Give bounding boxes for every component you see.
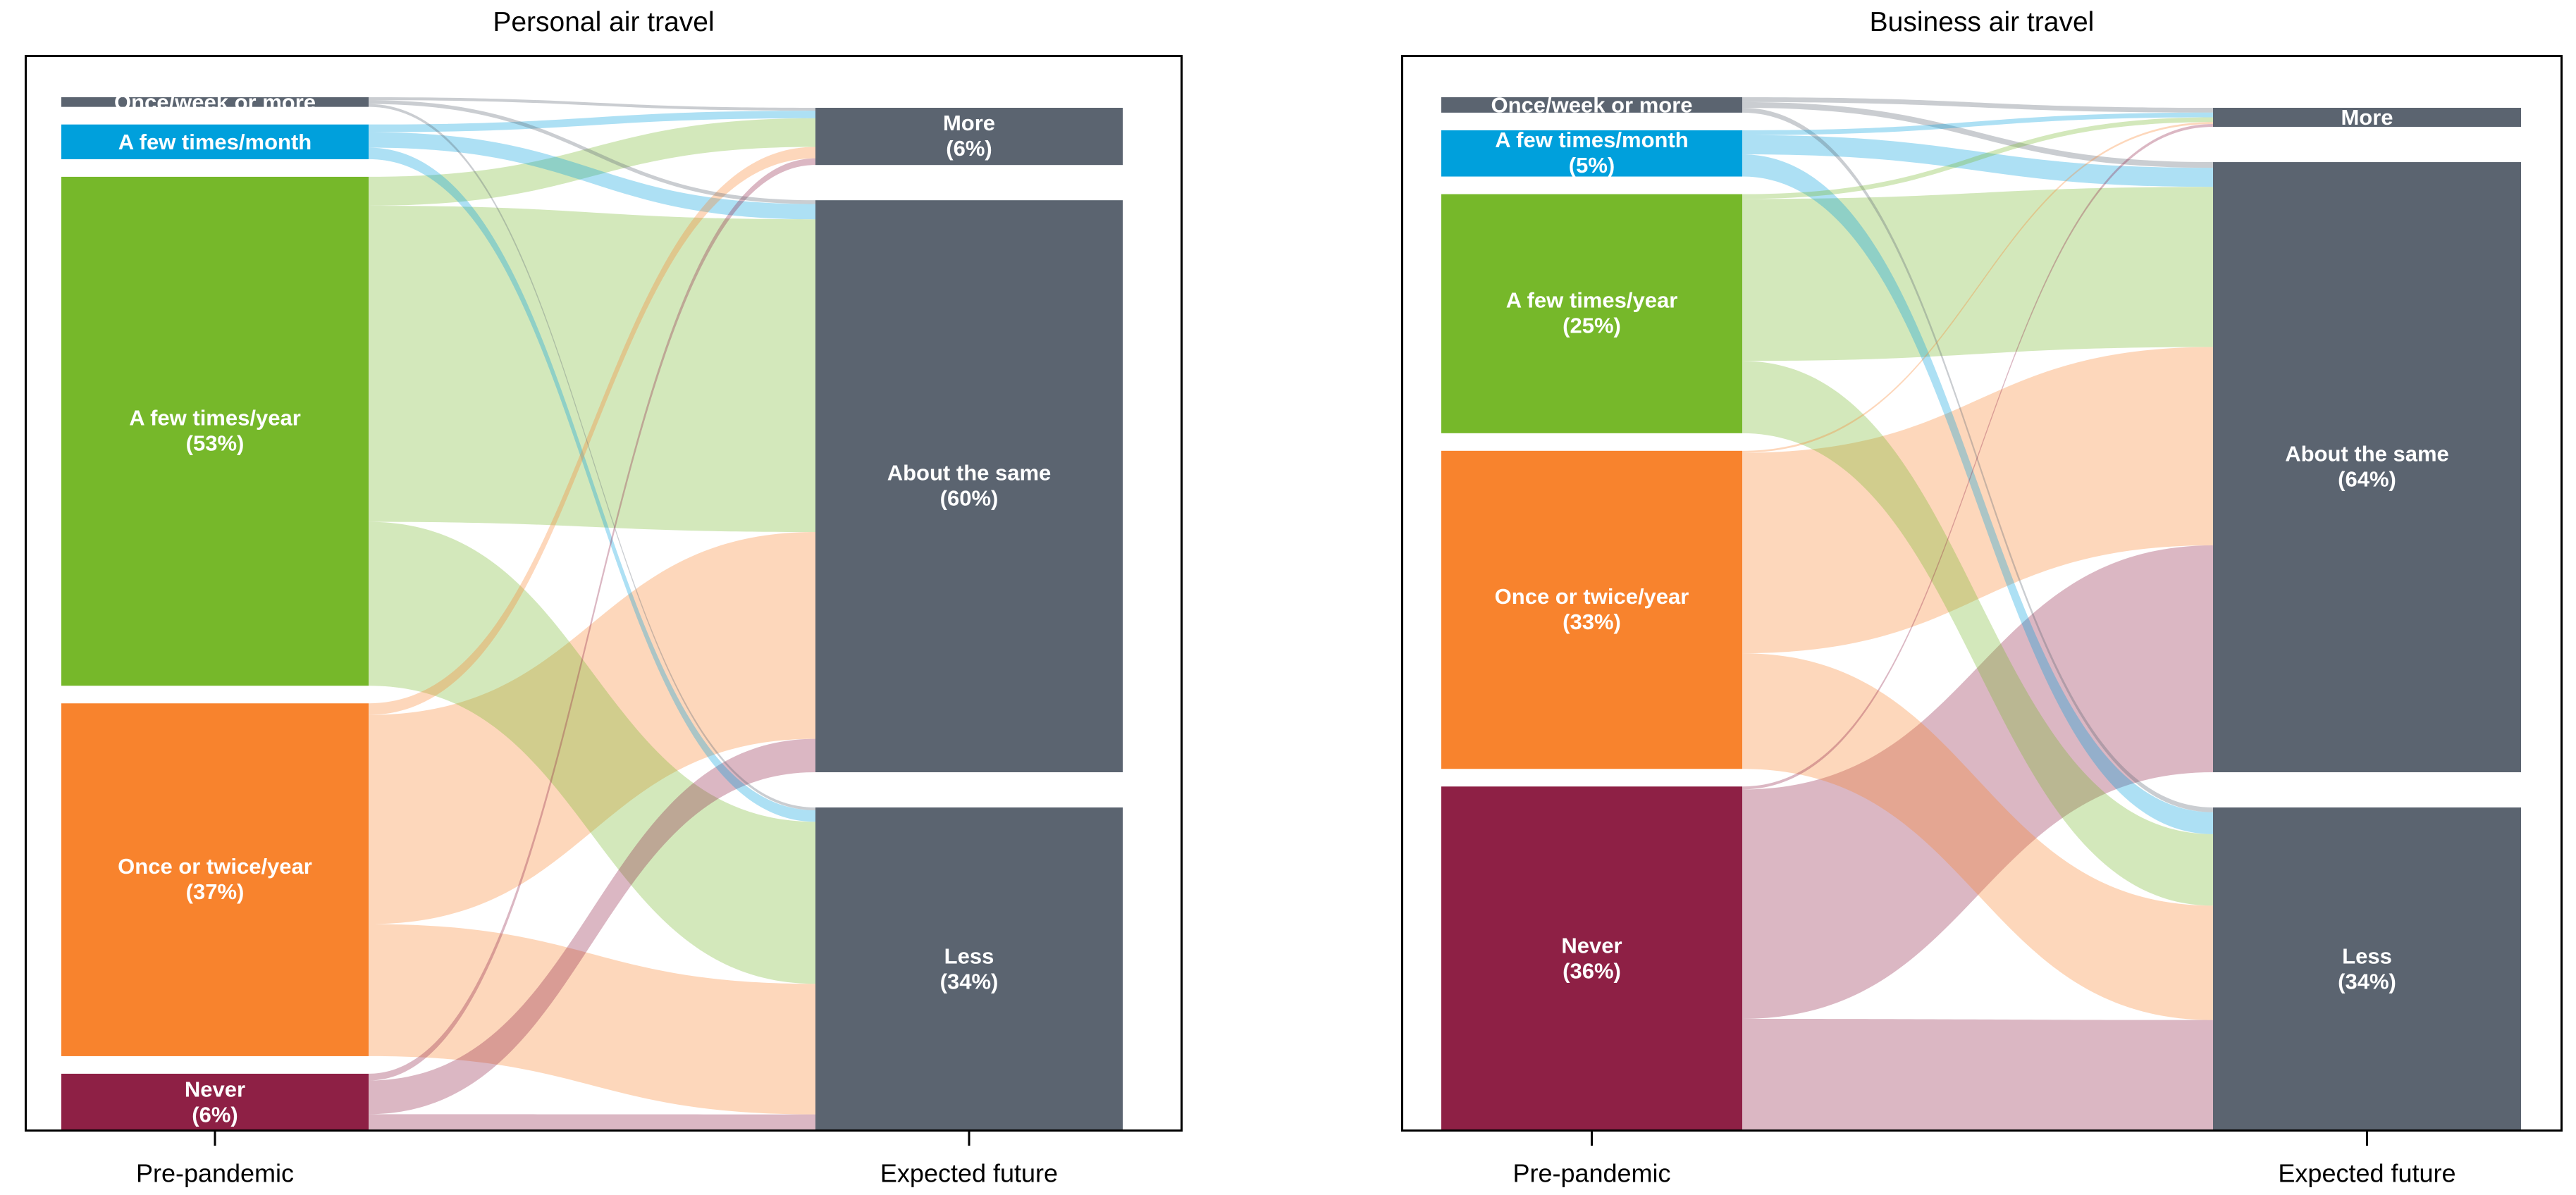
business-target-node-less [2213,807,2521,1132]
business-source-node-label-never-pct: (36%) [1563,959,1621,984]
personal-target-node-label-about-the-same: About the same [887,461,1052,485]
business-target-node-about-the-same [2213,162,2521,772]
personal-source-node-label-a-few-times-month: A few times/month [118,130,312,154]
personal-panel-title: Personal air travel [493,7,715,37]
business-flow-a-few-times-month-to-less [1742,154,2213,834]
personal-flow-a-few-times-month-to-less [369,147,815,822]
business-source-node-never [1441,786,1742,1132]
business-target-node-label-about-the-same: About the same [2285,442,2449,466]
personal-flow-never-to-more [369,158,815,1081]
business-flow-a-few-times-year-to-less [1742,361,2213,906]
business-target-node-label-about-the-same-pct: (64%) [2338,467,2396,492]
business-flow-never-to-less [1742,1018,2213,1132]
personal-target-node-label-more: More [943,111,995,135]
personal-flow-never-to-about-the-same [369,738,815,1115]
personal-target-node-less [815,807,1123,1132]
business-source-node-label-once-week-or-more: Once/week or more [1491,92,1692,117]
business-source-node-once-week-or-more [1441,97,1742,113]
personal-source-node-never [61,1073,369,1132]
personal-flow-a-few-times-year-to-more [369,118,815,206]
personal-source-node-label-once-or-twice-year: Once or twice/year [118,854,312,879]
business-flow-once-week-or-more-to-less [1742,108,2213,812]
business-flow-a-few-times-year-to-more [1742,117,2213,199]
business-target-node-label-less-pct: (34%) [2338,969,2396,993]
personal-flow-once-or-twice-year-to-more [369,147,815,715]
personal-flow-a-few-times-year-to-less [369,521,815,984]
personal-x-axis-label-1: Expected future [880,1158,1058,1187]
personal-flow-once-week-or-more-to-less [369,104,815,811]
personal-source-node-once-week-or-more [61,97,369,107]
personal-flow-a-few-times-month-to-about-the-same [369,132,815,220]
business-source-node-label-a-few-times-year: A few times/year [1506,288,1678,313]
personal-target-node-label-more-pct: (6%) [946,136,992,161]
business-x-axis-label-0: Pre-pandemic [1512,1158,1670,1187]
personal-target-node-label-about-the-same-pct: (60%) [940,486,999,511]
business-x-axis-label-1: Expected future [2278,1158,2455,1187]
business-target-node-label-less: Less [2342,943,2392,968]
business-flow-once-or-twice-year-to-more [1742,122,2213,453]
personal-source-node-label-a-few-times-year: A few times/year [129,406,301,431]
business-flow-never-to-more [1742,124,2213,790]
business-source-node-label-once-or-twice-year-pct: (33%) [1563,609,1621,634]
personal-source-node-label-never: Never [185,1077,245,1101]
personal-axes-border [25,55,1183,1132]
personal-target-node-label-less: Less [944,943,994,968]
business-source-node-a-few-times-year [1441,194,1742,433]
business-source-node-label-a-few-times-year-pct: (25%) [1563,314,1621,338]
business-source-node-label-a-few-times-month: A few times/month [1495,128,1688,152]
personal-source-node-once-or-twice-year [61,703,369,1056]
personal-source-node-label-a-few-times-year-pct: (53%) [186,431,245,456]
personal-flow-once-or-twice-year-to-about-the-same [369,532,815,924]
business-source-node-label-a-few-times-month-pct: (5%) [1569,153,1615,178]
personal-flow-a-few-times-month-to-more [369,111,815,132]
business-sankey-chart: Pre-pandemic Expected future Once/week or … [1401,55,2563,1187]
personal-sankey-chart: Pre-pandemic Expected future Once/week or … [25,55,1183,1187]
business-source-node-label-once-or-twice-year: Once or twice/year [1495,584,1689,609]
business-source-node-a-few-times-month [1441,130,1742,177]
personal-target-node-more [815,108,1123,166]
personal-source-node-label-once-or-twice-year-pct: (37%) [186,879,245,904]
business-source-node-once-or-twice-year [1441,450,1742,769]
business-flow-a-few-times-year-to-about-the-same [1742,187,2213,361]
personal-target-node-label-less-pct: (34%) [940,969,999,993]
personal-flow-never-to-less [369,1114,815,1132]
personal-source-node-a-few-times-month [61,124,369,159]
personal-target-node-about-the-same [815,200,1123,772]
personal-source-node-label-never-pct: (6%) [192,1102,238,1127]
business-flow-once-week-or-more-to-about-the-same [1742,101,2213,168]
business-flow-a-few-times-month-to-about-the-same [1742,135,2213,187]
personal-source-node-label-once-week-or-more: Once/week or more [114,89,316,114]
business-flow-once-or-twice-year-to-less [1742,653,2213,1020]
personal-flow-a-few-times-year-to-about-the-same [369,205,815,533]
personal-flow-once-week-or-more-to-about-the-same [369,100,815,204]
business-flow-never-to-about-the-same [1742,545,2213,1019]
personal-flow-once-or-twice-year-to-less [369,924,815,1115]
business-flow-a-few-times-month-to-more [1742,112,2213,135]
business-flow-once-week-or-more-to-more [1742,97,2213,113]
personal-x-axis-label-0: Pre-pandemic [136,1158,294,1187]
business-target-node-label-more: More [2341,105,2393,130]
business-target-node-more [2213,108,2521,128]
business-flow-once-or-twice-year-to-about-the-same [1742,347,2213,654]
personal-source-node-a-few-times-year [61,176,369,686]
personal-flow-once-week-or-more-to-more [369,97,815,111]
business-axes-border [1401,55,2563,1132]
business-panel-title: Business air travel [1869,7,2095,37]
business-source-node-label-never: Never [1561,934,1622,958]
